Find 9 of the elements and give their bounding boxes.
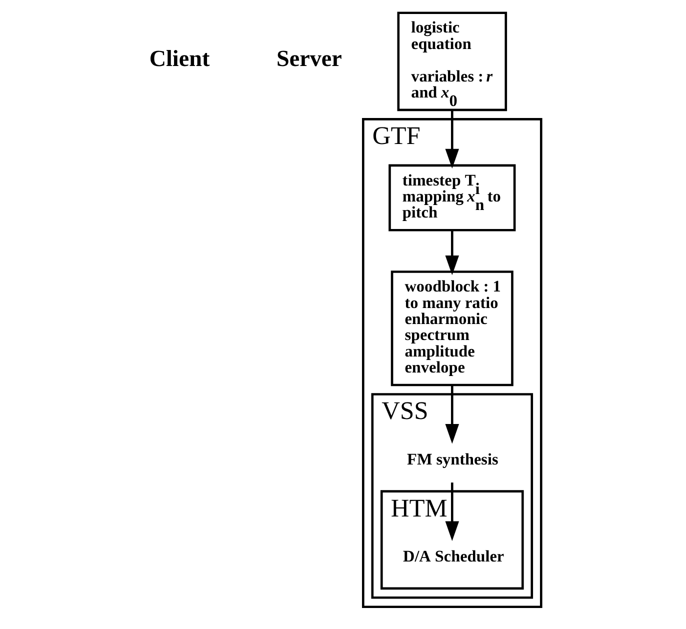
label: Client bbox=[148, 45, 210, 72]
label: Server bbox=[276, 45, 342, 72]
arrow bbox=[444, 385, 459, 444]
arrow bbox=[444, 482, 459, 541]
arrow bbox=[444, 230, 459, 276]
node-text: FM synthesis bbox=[406, 451, 498, 468]
arrow bbox=[444, 110, 459, 169]
node-text: D/A Scheduler bbox=[402, 548, 504, 566]
node-box: woodblock : 1 to many ratio enharmonic spectrum amplitude envelope bbox=[390, 270, 513, 386]
